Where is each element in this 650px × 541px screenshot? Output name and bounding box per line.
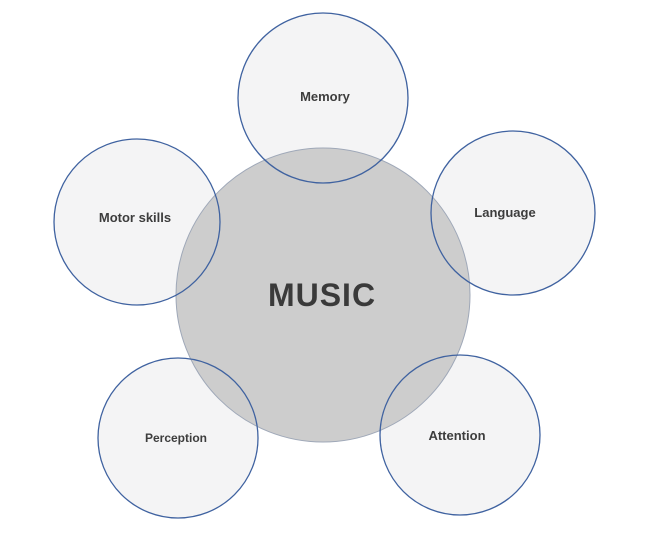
- memory-circle-fill: [238, 13, 408, 183]
- motor-skills-circle-outline: [53, 138, 221, 306]
- language-circle-outline: [430, 130, 596, 296]
- perception-circle-outline: [97, 357, 259, 519]
- motor-skills-label: Motor skills: [99, 210, 171, 225]
- language-label: Language: [474, 205, 535, 220]
- language-circle-fill: [431, 131, 595, 295]
- attention-label: Attention: [428, 428, 485, 443]
- satellite-outlines: [53, 12, 596, 519]
- music-center-label: MUSIC: [268, 277, 376, 313]
- attention-circle-outline: [379, 354, 541, 516]
- satellite-fills: [54, 13, 595, 518]
- perception-label: Perception: [145, 431, 207, 445]
- memory-label: Memory: [300, 89, 351, 104]
- memory-circle-outline: [237, 12, 409, 184]
- motor-skills-circle-fill: [54, 139, 220, 305]
